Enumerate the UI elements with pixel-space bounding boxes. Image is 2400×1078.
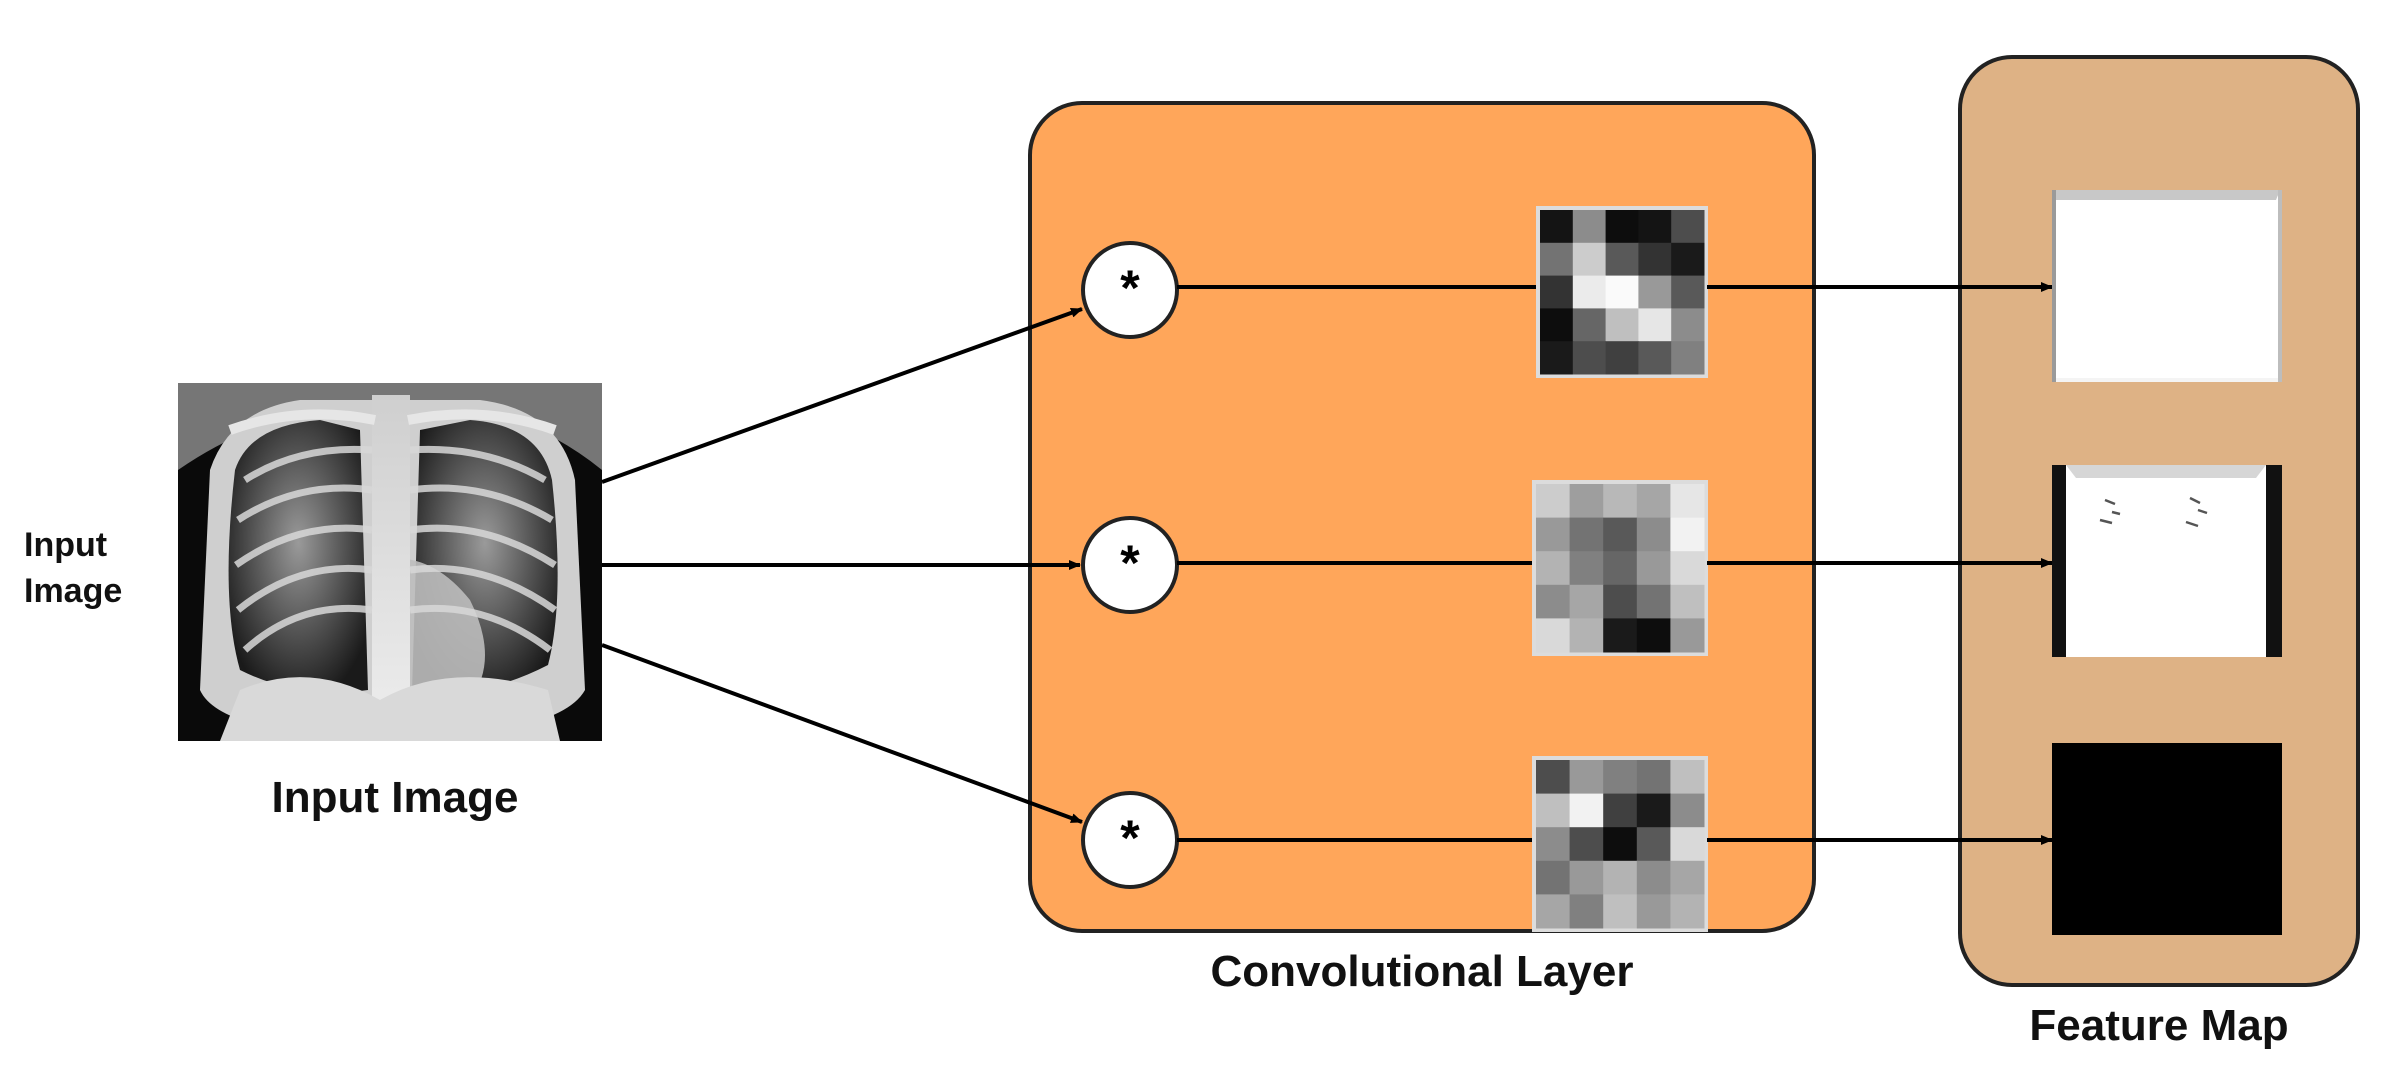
kernel-cell <box>1670 618 1705 653</box>
kernel-cell <box>1638 275 1672 309</box>
kernel-3 <box>1532 756 1708 932</box>
kernel-cell <box>1569 584 1604 619</box>
kernel-cell <box>1605 210 1639 244</box>
kernel-cell <box>1603 584 1638 619</box>
input-image-side-label: Input Image <box>24 522 122 614</box>
arrow-input-to-op-3 <box>601 643 1083 824</box>
kernel-cell <box>1603 894 1638 929</box>
kernel-cell <box>1569 551 1604 586</box>
kernel-cell <box>1671 275 1705 309</box>
kernel-cell <box>1636 894 1671 929</box>
kernel-cell <box>1569 827 1604 862</box>
kernel-cell <box>1671 210 1705 244</box>
kernel-cell <box>1569 517 1604 552</box>
kernel-cell <box>1569 793 1604 828</box>
convolution-operator-1 <box>1081 241 1179 339</box>
kernel-cell <box>1603 551 1638 586</box>
convolutional-layer-caption: Convolutional Layer <box>1210 947 1634 996</box>
kernel-cell <box>1671 341 1705 375</box>
kernel-cell <box>1572 341 1607 375</box>
kernel-cell <box>1569 618 1604 653</box>
kernel-cell <box>1671 308 1705 342</box>
kernel-cell <box>1670 827 1705 862</box>
input-xray-image <box>178 383 602 741</box>
kernel-cell <box>1670 760 1705 795</box>
kernel-cell <box>1670 793 1705 828</box>
kernel-cell <box>1536 793 1571 828</box>
kernel-cell <box>1636 793 1671 828</box>
kernel-cell <box>1569 894 1604 929</box>
kernel-cell <box>1569 484 1604 519</box>
kernel-cell <box>1670 551 1705 586</box>
kernel-cell <box>1540 210 1574 244</box>
kernel-cell <box>1603 793 1638 828</box>
side-label-line-2: Image <box>24 572 123 610</box>
arrow-input-to-op-1 <box>601 307 1083 484</box>
feature-map-caption: Feature Map <box>2029 1001 2289 1050</box>
operator-symbol-1: * <box>1120 260 1140 316</box>
feature-maps <box>2052 190 2282 935</box>
kernel-cell <box>1603 860 1638 895</box>
feature-map-2 <box>2052 465 2282 657</box>
kernel-cell <box>1605 275 1639 309</box>
kernel-cell <box>1670 484 1705 519</box>
kernel-cell <box>1536 894 1571 929</box>
kernel-cell <box>1540 242 1574 277</box>
kernel-cell <box>1569 860 1604 895</box>
kernel-cell <box>1636 860 1671 895</box>
kernel-cell <box>1605 308 1639 342</box>
kernel-cell <box>1636 484 1671 519</box>
kernel-cell <box>1572 275 1607 309</box>
side-label-line-1: Input <box>24 526 108 564</box>
kernel-cell <box>1569 760 1604 795</box>
kernel-cell <box>1671 242 1705 277</box>
kernel-cell <box>1670 584 1705 619</box>
kernel-cell <box>1670 894 1705 929</box>
kernel-cell <box>1572 210 1607 244</box>
kernel-cell <box>1572 242 1607 277</box>
kernel-cell <box>1572 308 1607 342</box>
kernel-cell <box>1636 584 1671 619</box>
kernel-1 <box>1536 206 1708 378</box>
kernel-cell <box>1540 341 1574 375</box>
kernel-cell <box>1638 308 1672 342</box>
kernel-cell <box>1603 484 1638 519</box>
kernel-cell <box>1536 584 1571 619</box>
kernel-cell <box>1638 242 1672 277</box>
kernel-cell <box>1636 827 1671 862</box>
kernel-cell <box>1638 210 1672 244</box>
kernel-cell <box>1536 827 1571 862</box>
kernel-cell <box>1603 618 1638 653</box>
operator-symbol-3: * <box>1120 810 1140 866</box>
kernel-cell <box>1638 341 1672 375</box>
kernel-cell <box>1536 760 1571 795</box>
kernel-cell <box>1605 242 1639 277</box>
kernel-cell <box>1536 484 1571 519</box>
feature-map-1 <box>2052 190 2282 382</box>
kernel-cell <box>1636 551 1671 586</box>
kernel-2 <box>1532 480 1708 656</box>
kernel-cell <box>1603 760 1638 795</box>
kernel-cell <box>1636 517 1671 552</box>
kernel-cell <box>1605 341 1639 375</box>
kernel-cell <box>1536 860 1571 895</box>
feature-map-3 <box>2052 743 2282 935</box>
kernel-cell <box>1603 827 1638 862</box>
kernel-cell <box>1536 517 1571 552</box>
kernel-cell <box>1536 618 1571 653</box>
kernels <box>1532 206 1708 932</box>
operator-symbol-2: * <box>1120 535 1140 591</box>
kernel-cell <box>1603 517 1638 552</box>
kernel-cell <box>1636 760 1671 795</box>
convolution-operators: * * * <box>1081 241 1179 889</box>
kernel-cell <box>1670 860 1705 895</box>
kernel-cell <box>1636 618 1671 653</box>
kernel-cell <box>1670 517 1705 552</box>
input-image-caption: Input Image <box>271 773 519 822</box>
kernel-cell <box>1536 551 1571 586</box>
kernel-cell <box>1540 308 1574 342</box>
kernel-cell <box>1540 275 1574 309</box>
